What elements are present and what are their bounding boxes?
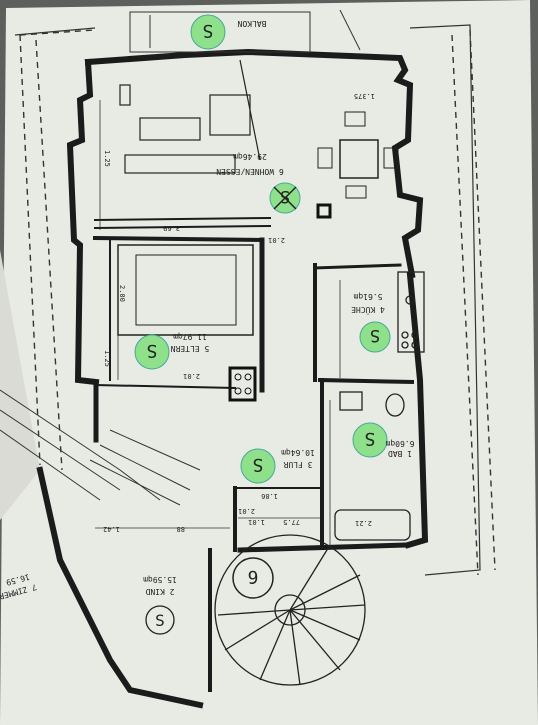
- label-kueche-area: 5.61qm: [353, 292, 382, 301]
- kind-room-s-mark: S: [155, 611, 165, 630]
- chimney: [228, 366, 257, 402]
- paper-fold: [0, 250, 40, 520]
- label-kind-area: 15.59qm: [143, 575, 177, 584]
- label-bad: 1 BAD: [388, 449, 412, 458]
- stamp-balkon: S: [203, 20, 214, 41]
- stamp-flur: S: [253, 454, 264, 475]
- label-eltern-area: 11.97qm: [173, 332, 207, 341]
- stamp-eltern: S: [147, 340, 158, 361]
- dimension-lines: [95, 100, 341, 545]
- stamp-kueche: S: [370, 325, 380, 345]
- spiral-staircase: [214, 534, 366, 686]
- bed-inner: [135, 254, 237, 326]
- walls: [36, 48, 429, 709]
- roof-outline: [14, 24, 481, 576]
- dim-label: 2.21: [355, 519, 372, 527]
- dimensions: 3.69 2.01 2.00 1.25 1.25 2.01 1.86 1.01 …: [103, 92, 375, 533]
- kitchen-counter: [397, 271, 425, 353]
- dim-label: 2.00: [118, 285, 126, 302]
- dim-label: 88: [177, 525, 185, 533]
- label-kueche: 4 KÜCHE: [351, 305, 385, 315]
- label-kind: 2 KIND: [145, 587, 174, 596]
- dim-label: 1.42: [103, 525, 120, 533]
- label-eltern: 5 ELTERN: [171, 344, 210, 353]
- dim-label: 1.25: [103, 350, 111, 367]
- dim-label: 1.01: [248, 518, 265, 526]
- label-flur-area: 10.64qm: [281, 448, 315, 457]
- balcony: [129, 9, 361, 53]
- stamp-bad: S: [365, 428, 376, 449]
- dim-label: 3.69: [163, 224, 180, 232]
- stamp-wohnen: S: [280, 186, 290, 206]
- label-flur: 3 FLUR: [283, 460, 312, 469]
- label-wohnen-area: 29.46qm: [233, 152, 267, 161]
- dim-label: 1.375: [354, 92, 375, 100]
- label-bad-area: 6.60qm: [385, 439, 414, 448]
- stair-number: 6: [248, 566, 259, 587]
- dim-label: 2.01: [268, 236, 285, 244]
- pillar: [316, 203, 332, 219]
- dim-label: 1.25: [103, 150, 111, 167]
- dim-label: 1.86: [261, 492, 278, 500]
- bath-fixtures: [334, 391, 411, 541]
- dim-label: 2.01: [183, 372, 200, 380]
- dining-table: [339, 139, 379, 179]
- label-wohnen: 6 WOHNEN/ESSEN: [216, 167, 284, 176]
- room-labels: BALKON 6 WOHNEN/ESSEN 29.46qm 5 ELTERN 1…: [0, 19, 414, 601]
- dim-label: 77.5: [283, 518, 300, 526]
- green-stamps: S S S S S S: [134, 14, 391, 484]
- label-balkon: BALKON: [237, 19, 266, 28]
- lower-stairs: [0, 389, 201, 506]
- dim-label: 2.01: [238, 507, 255, 515]
- living-furniture: [119, 59, 261, 174]
- roof-lines: [19, 29, 496, 576]
- stair-number-circle: [232, 557, 274, 599]
